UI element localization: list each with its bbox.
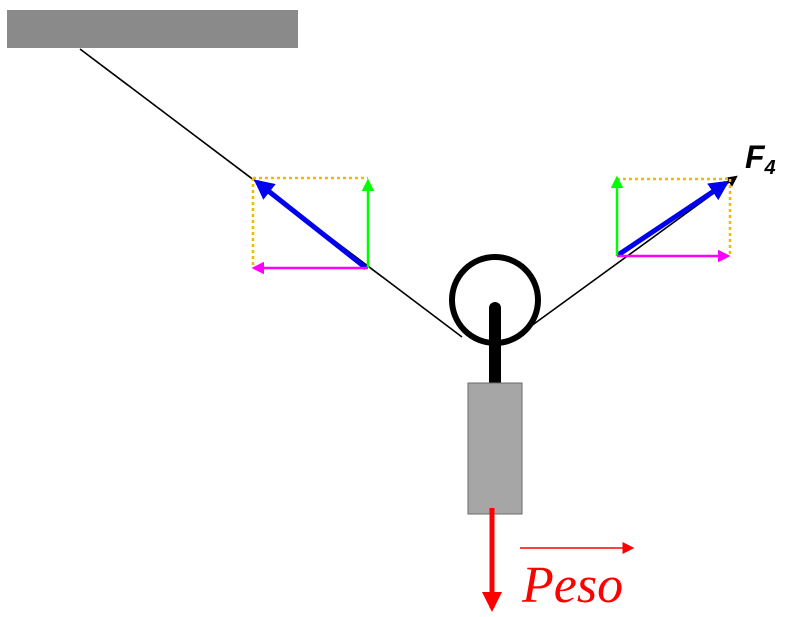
left-component-guides [251,176,368,268]
force-label: F4 [745,139,776,179]
right-resultant-arrow [616,180,730,258]
hanging-block [467,382,523,515]
right-component-guides [617,177,732,256]
force-label-main: F [745,139,766,175]
force-label-subscript: 4 [764,157,776,179]
ceiling-support [7,10,298,48]
weight-label: Peso [521,557,623,614]
left-resultant-arrow [253,179,368,270]
